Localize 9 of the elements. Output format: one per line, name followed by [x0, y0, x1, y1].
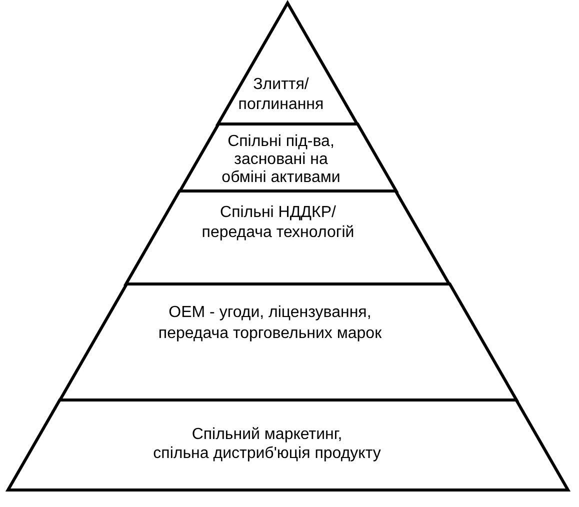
- tier-label: ОЕМ - угоди, ліцензування, передача торговельних марок: [158, 303, 382, 344]
- tier-label: Злиття/ поглинання: [238, 75, 324, 115]
- pyramid-tier: [6, 398, 570, 492]
- tier-label: Спільні НДДКР/ передача технологій: [202, 203, 354, 243]
- pyramid-tier: [216, 1, 360, 126]
- tier-label: Спільний маркетинг, спільна дистриб'юція продукту: [153, 425, 381, 463]
- pyramid-tier: [178, 122, 398, 193]
- pyramid-tier: [58, 282, 518, 402]
- tier-label: Спільні під-ва, засновані на обміні активами: [222, 133, 340, 187]
